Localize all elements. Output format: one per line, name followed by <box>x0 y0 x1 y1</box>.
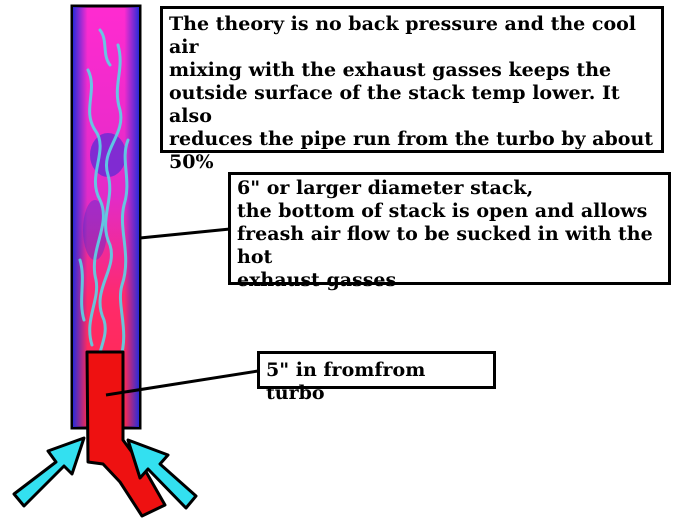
turbo-inlet-pipe <box>85 350 167 518</box>
stack-blue-patch <box>83 200 107 260</box>
theory-note: The theory is no back pressure and the c… <box>160 6 664 173</box>
fresh-air-arrow-left <box>12 436 86 508</box>
inlet-leader-line <box>105 369 259 397</box>
inlet-pipe-label: 5" in fromfrom turbo <box>257 351 496 404</box>
fresh-air-arrow-right <box>126 438 198 510</box>
stack-leader-line <box>139 227 231 240</box>
stack-description-note: 6" or larger diameter stack, the bottom … <box>228 172 671 291</box>
air-flow-swirls <box>78 28 130 382</box>
